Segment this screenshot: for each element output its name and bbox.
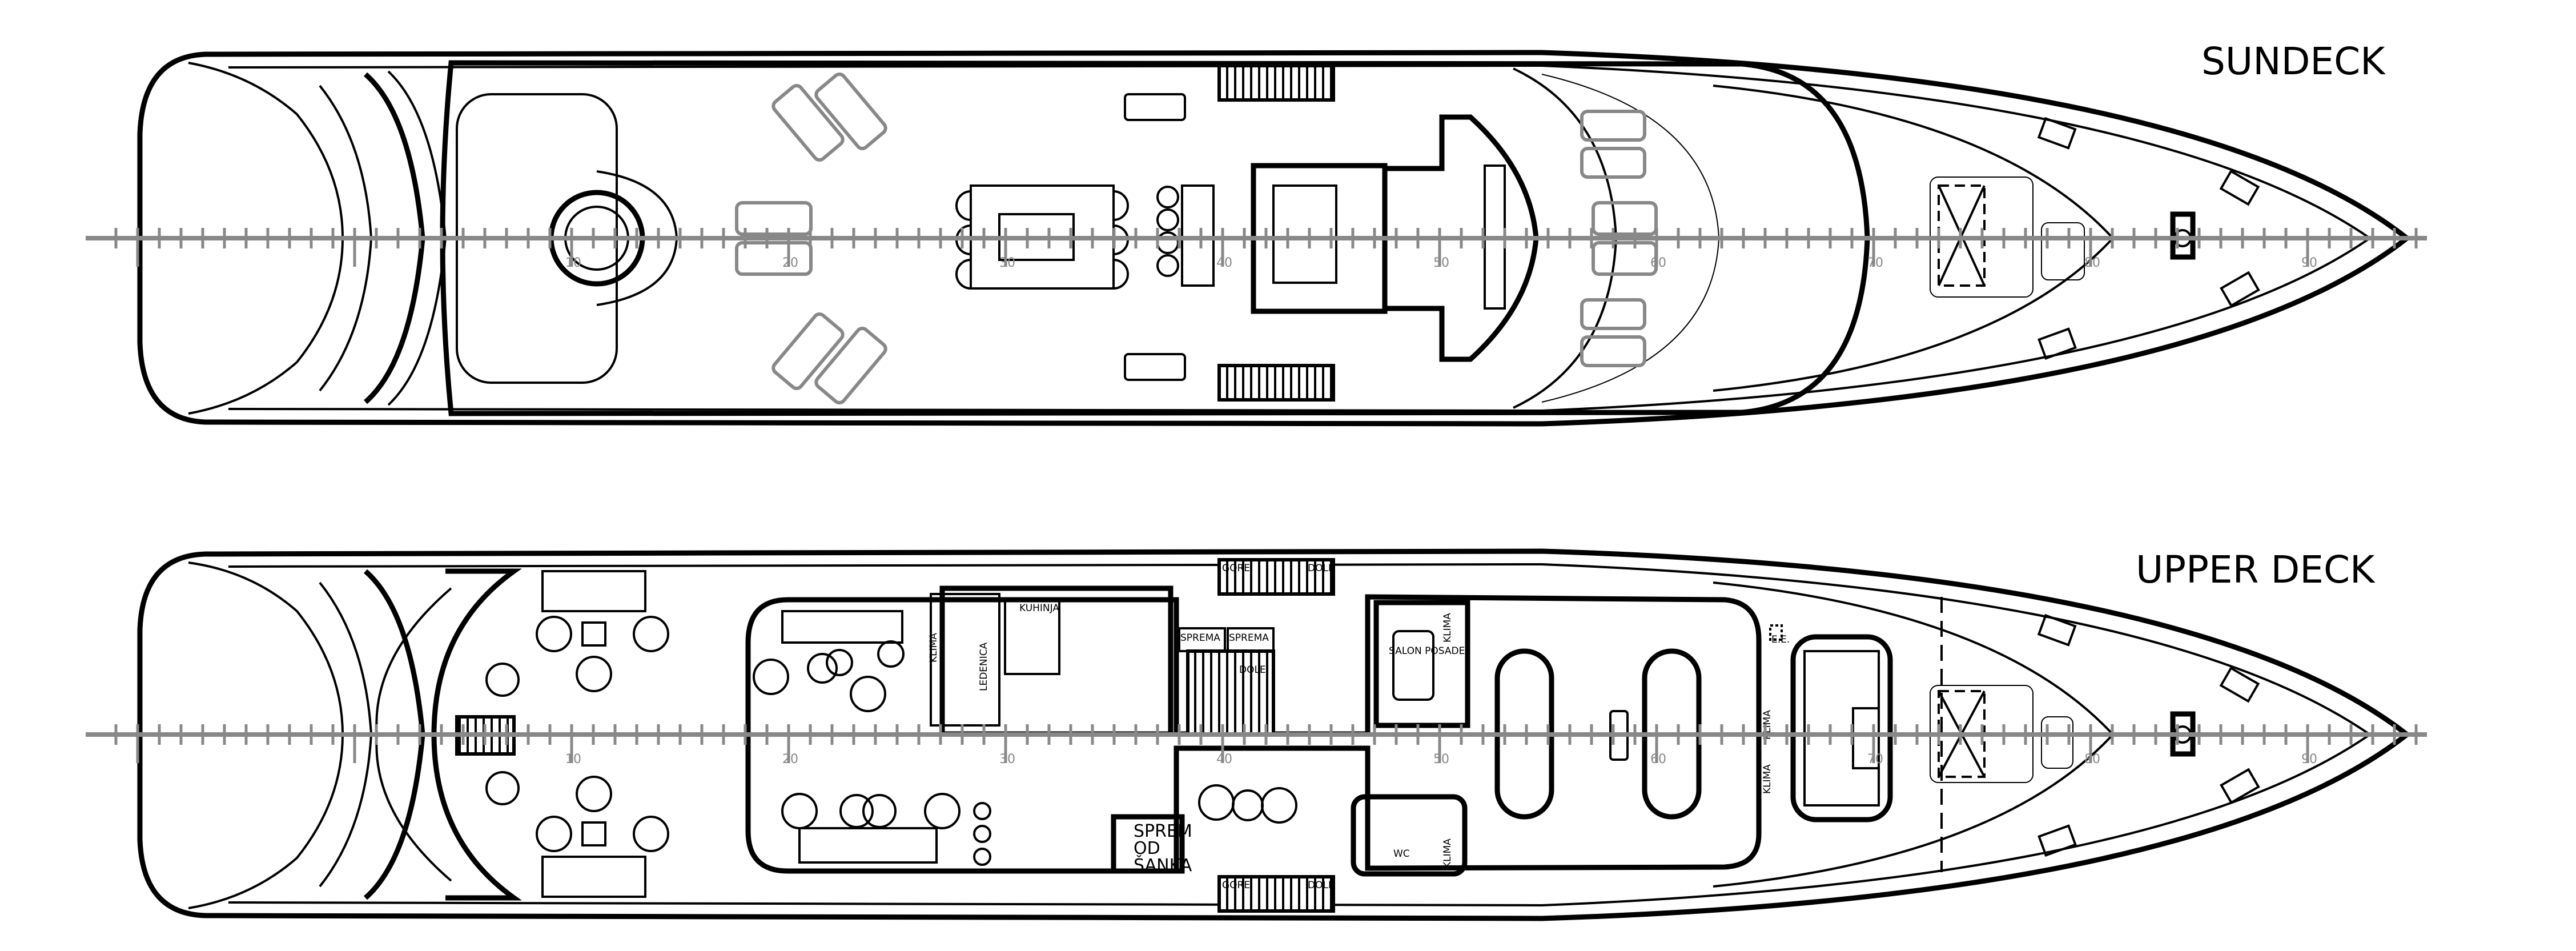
dole-label: DOLE	[1239, 664, 1266, 676]
sundeck-stairs	[1217, 64, 1335, 402]
scale-label: 10	[565, 256, 581, 270]
scale-label: 90	[2301, 752, 2317, 767]
scale-label: 50	[1433, 752, 1449, 767]
sundeck-scale-labels: 10 20 30 40 50 60 70 80 90	[565, 256, 2317, 270]
sundeck-cleats	[2037, 117, 2260, 360]
sundeck-scale-ticks	[114, 228, 2418, 267]
bar-storage-wc: SPREM OD ŠANKA WC KLIMA	[1111, 794, 1468, 877]
scale-label: 70	[1867, 256, 1883, 270]
wc-label: WC	[1393, 848, 1410, 860]
galley-stairs	[1186, 649, 1275, 736]
scale-label: 60	[1650, 752, 1666, 767]
od-label: OD	[1134, 838, 1160, 858]
scale-label: 60	[1650, 256, 1666, 270]
kuhinja-label: KUHINJA	[1019, 603, 1059, 614]
sprema-label-1: SPREMA	[1180, 632, 1220, 644]
upper-deck-title: UPPER DECK	[2136, 548, 2376, 592]
salon-posade-label: SALON POSADE	[1389, 645, 1465, 657]
scale-label: 90	[2301, 256, 2317, 270]
klima-label: KLIMA	[1442, 613, 1453, 643]
scale-label: 20	[782, 752, 798, 767]
klima-label: KLIMA	[1762, 764, 1773, 794]
sanka-label: ŠANKA	[1134, 854, 1192, 876]
ee-label: E.E.	[1771, 634, 1790, 645]
scale-label: 10	[565, 752, 581, 767]
forward-sofa	[1769, 624, 1893, 822]
klima-label: KLIMA	[928, 633, 939, 663]
scale-label: 30	[999, 752, 1015, 767]
dole-label: DOLE	[1308, 563, 1335, 574]
upper-cleats	[2037, 613, 2260, 857]
klima-label: KLIMA	[1442, 838, 1453, 868]
sundeck-title: SUNDECK	[2201, 39, 2386, 83]
ledenica-label: LEDENICA	[978, 642, 990, 691]
scale-label: 40	[1216, 752, 1232, 767]
scale-label: 50	[1433, 256, 1449, 270]
salon-furniture	[753, 610, 1297, 866]
aft-lounge-furniture	[485, 570, 669, 898]
sprema-label-2: SPREMA	[1229, 632, 1269, 644]
upper-deck-plan: UPPER DECK	[86, 548, 2427, 921]
scale-label: 30	[999, 256, 1015, 270]
upper-deck-hull	[137, 548, 2412, 921]
scale-label: 20	[782, 256, 798, 270]
port-stairs	[1217, 875, 1335, 913]
scale-label: 80	[2084, 752, 2100, 767]
gore-label: GORE	[1222, 563, 1250, 574]
bar-stools	[1156, 184, 1215, 287]
main-salon-outline	[745, 594, 1762, 874]
scale-label: 40	[1216, 256, 1232, 270]
upper-deck-scale-labels: 10 20 30 40 50 60 70 80 90	[565, 752, 2317, 767]
sundeck-hull	[137, 50, 2412, 427]
scale-label: 70	[1867, 752, 1883, 767]
sundeck-plan: SUNDECK	[86, 39, 2427, 427]
dole-label: DOLE	[1308, 880, 1335, 891]
galley: KLIMA KLIMA LEDENICA KUHINJA SPREMA SPRE…	[928, 585, 1470, 737]
gore-label: GORE	[1222, 880, 1250, 891]
scale-label: 80	[2084, 256, 2100, 270]
upper-deck-scale-ticks	[114, 724, 2418, 763]
sprem-label: SPREM	[1134, 821, 1192, 841]
starboard-stairs	[1217, 558, 1335, 596]
